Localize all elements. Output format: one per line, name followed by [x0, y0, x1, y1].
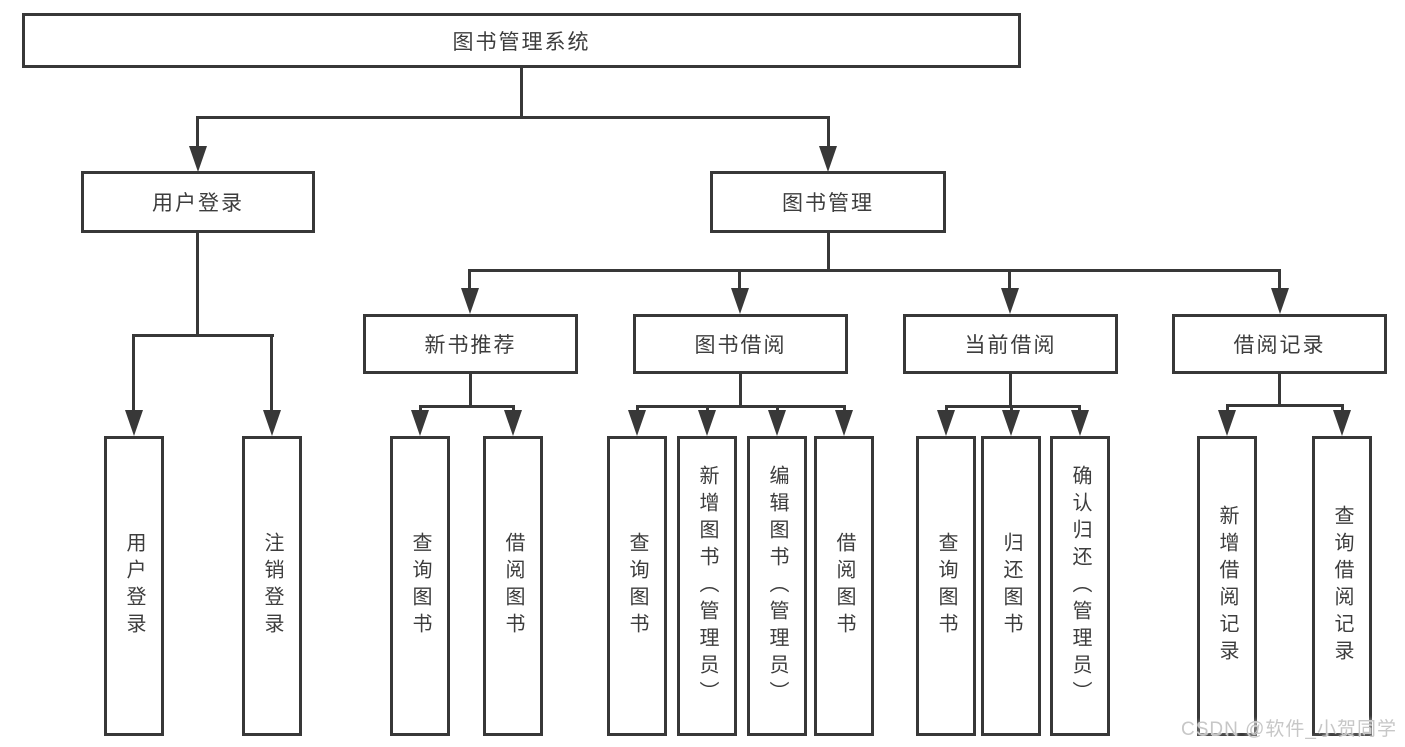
node-user-login: 用户登录: [81, 171, 315, 233]
leaf-user-login: 用户登录: [104, 436, 164, 736]
connector-line-v: [1008, 269, 1011, 291]
node-label: 查询借阅记录: [1331, 505, 1353, 667]
node-label: 新增图书（管理员）: [696, 464, 718, 708]
node-borrowing-records: 借阅记录: [1172, 314, 1387, 374]
connector-line-h: [636, 405, 845, 408]
connector-line-v: [419, 405, 422, 414]
node-label: 图书借阅: [694, 334, 787, 357]
connector-line-v: [945, 405, 948, 414]
arrow-down-icon: [628, 410, 646, 436]
node-library-management-system: 图书管理系统: [22, 13, 1021, 68]
arrow-down-icon: [698, 410, 716, 436]
node-label: 用户登录: [123, 532, 145, 640]
arrow-down-icon: [1001, 288, 1019, 314]
connector-line-v: [827, 233, 830, 272]
connector-line-v: [1009, 374, 1012, 408]
connector-line-v: [843, 405, 846, 414]
leaf-return-books: 归还图书: [981, 436, 1041, 736]
leaf-add-books-admin: 新增图书（管理员）: [677, 436, 737, 736]
node-label: 图书管理系统: [452, 30, 591, 54]
arrow-down-icon: [189, 146, 207, 172]
leaf-query-books-borrowing: 查询图书: [607, 436, 667, 736]
node-label: 借阅图书: [833, 532, 855, 640]
node-label: 借阅图书: [502, 532, 524, 640]
leaf-query-borrow-record: 查询借阅记录: [1312, 436, 1372, 736]
node-new-book-recommendation: 新书推荐: [363, 314, 578, 374]
arrow-down-icon: [411, 410, 429, 436]
connector-line-v: [132, 334, 135, 412]
arrow-down-icon: [263, 410, 281, 436]
leaf-confirm-return-admin: 确认归还（管理员）: [1050, 436, 1110, 736]
connector-line-h: [1226, 404, 1343, 407]
arrow-down-icon: [1333, 410, 1351, 436]
connector-line-v: [776, 405, 779, 414]
node-label: 查询图书: [409, 532, 431, 640]
node-book-management: 图书管理: [710, 171, 946, 233]
arrow-down-icon: [461, 288, 479, 314]
node-label: 归还图书: [1000, 532, 1022, 640]
connector-line-h: [133, 334, 274, 337]
node-label: 当前借阅: [964, 334, 1057, 357]
connector-line-v: [520, 68, 523, 119]
leaf-query-books-recommend: 查询图书: [390, 436, 450, 736]
connector-line-v: [1226, 404, 1229, 414]
connector-line-v: [738, 269, 741, 291]
connector-line-v: [196, 116, 199, 148]
node-label: 确认归还（管理员）: [1069, 464, 1091, 708]
node-label: 新书推荐: [424, 334, 517, 357]
leaf-borrow-books-recommend: 借阅图书: [483, 436, 543, 736]
connector-line-h: [419, 405, 515, 408]
arrow-down-icon: [1071, 410, 1089, 436]
connector-line-v: [468, 269, 471, 291]
arrow-down-icon: [819, 146, 837, 172]
node-label: 图书管理: [782, 192, 874, 215]
connector-line-h: [197, 116, 830, 119]
connector-line-v: [469, 374, 472, 408]
connector-line-v: [1010, 405, 1013, 414]
node-label: 新增借阅记录: [1216, 505, 1238, 667]
node-label: 注销登录: [261, 532, 283, 640]
leaf-edit-books-admin: 编辑图书（管理员）: [747, 436, 807, 736]
leaf-logout: 注销登录: [242, 436, 302, 736]
connector-line-v: [636, 405, 639, 414]
connector-line-v: [706, 405, 709, 414]
connector-line-v: [827, 116, 830, 148]
arrow-down-icon: [504, 410, 522, 436]
connector-line-v: [512, 405, 515, 414]
arrow-down-icon: [1271, 288, 1289, 314]
node-book-borrowing: 图书借阅: [633, 314, 848, 374]
connector-line-v: [1278, 269, 1281, 291]
connector-line-v: [270, 334, 273, 412]
node-label: 借阅记录: [1233, 334, 1326, 357]
connector-line-v: [1341, 404, 1344, 414]
arrow-down-icon: [768, 410, 786, 436]
node-label: 查询图书: [935, 532, 957, 640]
arrow-down-icon: [125, 410, 143, 436]
connector-line-h: [469, 269, 1281, 272]
leaf-add-borrow-record: 新增借阅记录: [1197, 436, 1257, 736]
arrow-down-icon: [1218, 410, 1236, 436]
connector-line-v: [1278, 374, 1281, 407]
arrow-down-icon: [937, 410, 955, 436]
node-label: 用户登录: [152, 192, 244, 215]
connector-line-v: [1078, 405, 1081, 414]
node-current-borrowing: 当前借阅: [903, 314, 1118, 374]
arrow-down-icon: [835, 410, 853, 436]
leaf-borrow-books-borrowing: 借阅图书: [814, 436, 874, 736]
arrow-down-icon: [1002, 410, 1020, 436]
node-label: 编辑图书（管理员）: [766, 464, 788, 708]
watermark: CSDN @软件_小贺同学: [1181, 719, 1397, 740]
node-label: 查询图书: [626, 532, 648, 640]
connector-line-v: [739, 374, 742, 408]
connector-line-v: [196, 233, 199, 336]
leaf-query-books-current: 查询图书: [916, 436, 976, 736]
arrow-down-icon: [731, 288, 749, 314]
